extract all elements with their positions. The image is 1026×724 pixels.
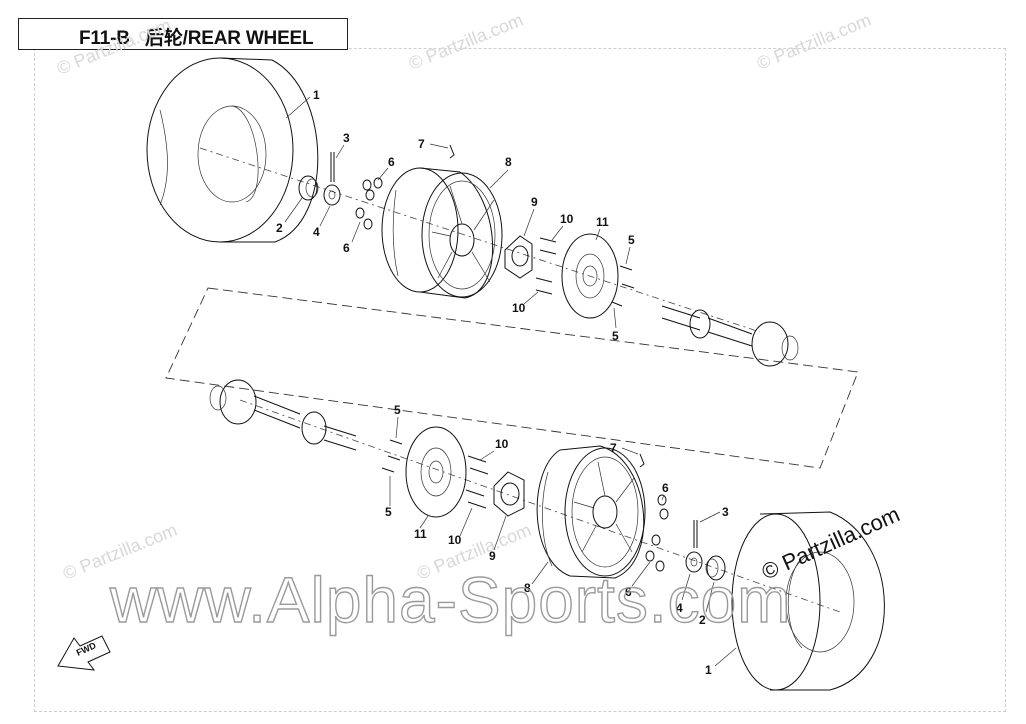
center-axis — [199, 147, 761, 333]
brake-disc — [405, 426, 467, 518]
callout-label: 9 — [531, 195, 538, 209]
bottom-callouts: 1 2 3 4 5 5 6 6 7 8 9 — [385, 403, 737, 677]
bottom-assembly: 1 2 3 4 5 5 6 6 7 8 9 — [209, 379, 885, 691]
callout-label: 3 — [343, 131, 350, 145]
callout-label: 5 — [612, 329, 619, 343]
callout-label: 1 — [705, 663, 712, 677]
lug-nuts — [355, 177, 383, 230]
valve-stem — [449, 144, 455, 159]
center-axis — [239, 399, 841, 613]
callout-label: 6 — [662, 481, 669, 495]
assembly-link-frame — [165, 287, 859, 469]
callout-label: 1 — [313, 88, 320, 102]
diagram-code: F11-B — [79, 28, 130, 49]
axle-nut — [323, 184, 341, 206]
hub-studs — [535, 237, 557, 295]
top-assembly: 1 2 3 4 5 5 6 6 7 8 9 — [146, 57, 799, 367]
cotter-pin — [693, 520, 698, 548]
wheel-hub — [493, 471, 525, 517]
watermark-text: © Partzilla.com — [406, 10, 526, 74]
axle-nut — [685, 551, 703, 573]
top-callouts: 1 2 3 4 5 5 6 6 7 8 9 — [276, 88, 635, 343]
drive-shaft — [209, 379, 357, 451]
brake-disc — [561, 233, 619, 319]
callout-label: 10 — [495, 437, 509, 451]
callout-label: 7 — [610, 441, 617, 455]
callout-label: 11 — [596, 215, 609, 229]
hub-cap — [705, 555, 726, 581]
callout-label: 7 — [418, 137, 425, 151]
callout-label: 6 — [388, 155, 395, 169]
callout-label: 2 — [699, 613, 706, 627]
drive-shaft — [661, 305, 799, 367]
callout-label: 5 — [628, 233, 635, 247]
forward-arrow: FWD — [57, 635, 111, 671]
wheel-rim — [381, 167, 503, 299]
forward-label: FWD — [75, 640, 98, 658]
callout-label: 6 — [343, 241, 350, 255]
callout-label: 10 — [560, 212, 574, 226]
lug-nuts — [645, 494, 669, 572]
diagram-frame — [34, 48, 1006, 712]
callout-label: 4 — [313, 225, 320, 239]
title-box: F11-B 后轮/REAR WHEEL — [18, 18, 348, 50]
tire — [146, 57, 319, 243]
callout-label: 8 — [505, 155, 512, 169]
callout-label: 2 — [276, 221, 283, 235]
callout-label: 3 — [722, 505, 729, 519]
watermark-text: © Partzilla.com — [754, 10, 874, 74]
callout-label: 4 — [676, 601, 683, 615]
callout-label: 5 — [394, 403, 401, 417]
hub-studs — [465, 455, 489, 509]
wheel-rim — [536, 445, 646, 579]
callout-label: 5 — [385, 505, 392, 519]
wheel-hub — [504, 235, 533, 279]
diagram-name: 后轮/REAR WHEEL — [145, 28, 314, 49]
callout-label: 11 — [414, 527, 427, 541]
callout-label: 6 — [625, 585, 632, 599]
tire — [731, 511, 885, 691]
hub-cap — [298, 175, 319, 201]
valve-stem — [639, 453, 645, 468]
watermark-text: © Partzilla.com — [54, 15, 174, 79]
callout-label: 10 — [448, 533, 462, 547]
disc-bolts — [381, 439, 403, 473]
site-watermark: www.Alpha-Sports.com — [109, 564, 792, 636]
callout-label: 9 — [489, 549, 496, 563]
cotter-pin — [330, 152, 335, 182]
callout-label: 10 — [512, 301, 526, 315]
disc-bolts — [611, 265, 635, 307]
diagram-title: F11-B 后轮/REAR WHEEL — [79, 23, 314, 50]
callout-label: 8 — [524, 581, 531, 595]
